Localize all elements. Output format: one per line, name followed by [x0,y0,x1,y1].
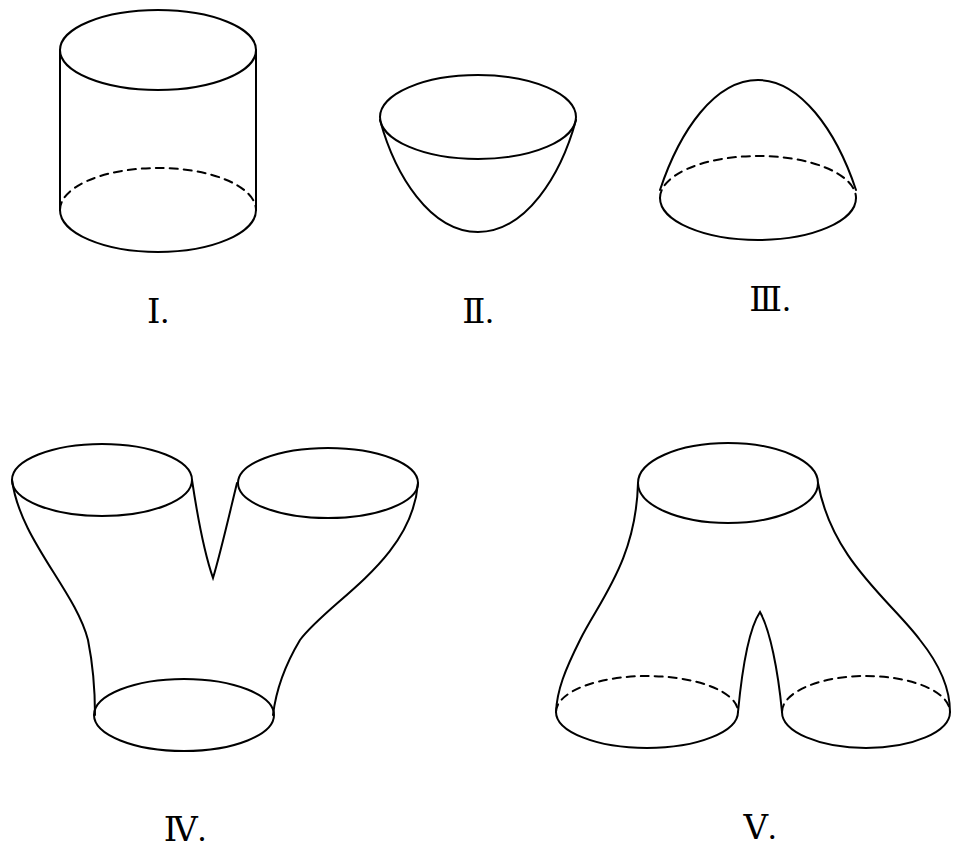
figure-label: Ⅰ. [147,295,169,329]
cylinder [60,10,256,252]
bowl-surface [380,75,576,232]
pants-surface [12,444,418,751]
pants-surface [556,443,950,748]
figure-label: Ⅲ. [749,283,790,317]
dome-surface [660,80,856,240]
figure-label: Ⅳ. [164,813,206,847]
figure-label: Ⅴ. [743,811,776,845]
figure-label: Ⅱ. [462,295,494,329]
